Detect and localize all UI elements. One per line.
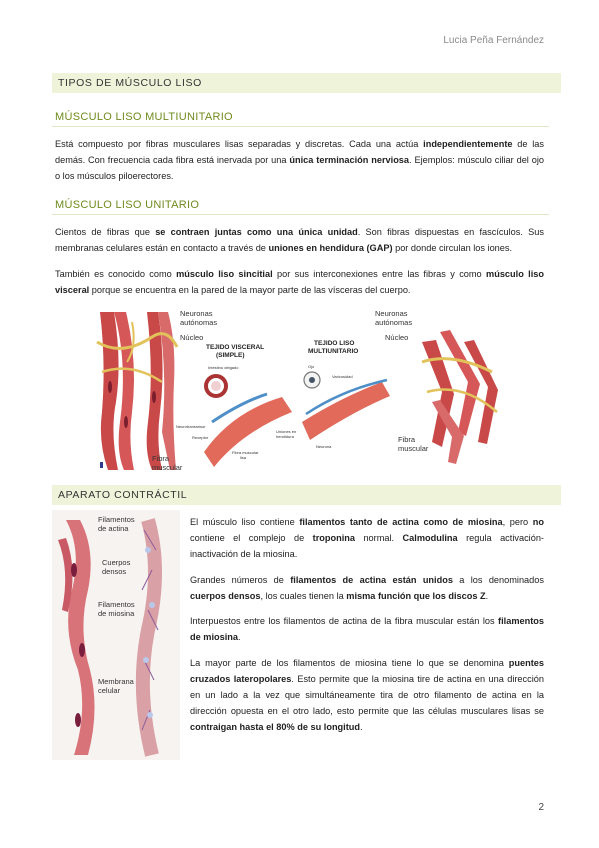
label-multi-title-2: MULTIUNITARIO — [308, 348, 358, 355]
figure-contractile-apparatus: Filamentos de actina Cuerpos densos Fila… — [52, 510, 180, 760]
label-filamentos-actina-1: Filamentos — [98, 515, 135, 524]
author-name: Lucia Peña Fernández — [443, 35, 544, 46]
label-receptor: Receptor — [192, 435, 209, 440]
bold-text: puentes cruzados lateropolares — [190, 658, 544, 684]
bold-text: independientemente — [423, 139, 513, 149]
bold-text: Calmodulina — [402, 533, 458, 543]
bold-text: músculo liso sincitial — [176, 269, 273, 279]
paragraph-multiunitario: Está compuesto por fibras musculares lis… — [55, 139, 544, 181]
label-cuerpos-1: Cuerpos — [102, 558, 131, 567]
label-membrana-2: celular — [98, 686, 121, 695]
label-neuronas-right: Neuronas — [375, 309, 408, 318]
label-multi-title-1: TEJIDO LISO — [314, 340, 354, 347]
bold-text: filamentos tanto de actina como de miosi… — [299, 517, 503, 527]
label-uniones-1: Uniones en — [276, 429, 296, 434]
label-neuronas-left: Neuronas — [180, 309, 213, 318]
label-fibra-lisa-1: Fibra muscular — [232, 450, 259, 455]
label-muscular-right: muscular — [398, 444, 429, 453]
subheading-rule — [52, 214, 549, 215]
label-neurotransmisor: Neurotransmisor — [176, 424, 206, 429]
bold-text: no — [532, 517, 544, 527]
label-nucleo-left: Núcleo — [180, 333, 203, 342]
left-fiber-illustration: Neuronas autónomas Núcleo Fibra muscular — [96, 309, 217, 472]
bold-text: músculo liso visceral — [55, 269, 544, 295]
label-fibra-left: Fibra — [152, 454, 170, 463]
paragraph-aparato-2: Grandes números de filamentos de actina … — [190, 575, 544, 601]
label-filamentos-actina-2: de actina — [98, 524, 129, 533]
label-varicosidad: Varicosidad — [332, 374, 353, 379]
bold-text: misma función que los discos Z — [346, 591, 486, 601]
label-fibra-lisa-2: lisa — [240, 455, 247, 460]
label-visceral-title-2: (SIMPLE) — [216, 352, 245, 359]
bold-text: se contraen juntas como una única unidad — [155, 227, 358, 237]
bold-text: filamentos de miosina — [190, 616, 544, 642]
subheading-multiunitario: MÚSCULO LISO MULTIUNITARIO — [55, 111, 233, 123]
bold-text: cuerpos densos — [190, 591, 261, 601]
paragraph-aparato-1: El músculo liso contiene filamentos tant… — [190, 517, 544, 559]
label-fibra-right: Fibra — [398, 435, 416, 444]
bold-text: troponina — [312, 533, 355, 543]
section-band-tipos: TIPOS DE MÚSCULO LISO — [52, 73, 561, 93]
label-visceral-title-1: TEJIDO VISCERAL — [206, 344, 264, 351]
label-neurona: Neurona — [316, 444, 332, 449]
section-band-aparato: APARATO CONTRÁCTIL — [52, 485, 561, 505]
right-fiber-illustration: Neuronas autónomas Núcleo Fibra muscular — [375, 309, 498, 464]
label-intestino: Intestino delgado — [208, 365, 239, 370]
label-autonomas-left: autónomas — [180, 318, 217, 327]
label-filamentos-miosina-2: de miosina — [98, 609, 135, 618]
bold-text: única terminación nerviosa — [289, 155, 410, 165]
label-muscular-left: muscular — [152, 463, 183, 472]
center-tissue-illustration: TEJIDO VISCERAL (SIMPLE) TEJIDO LISO MUL… — [176, 340, 390, 467]
bold-text: uniones en hendidura (GAP) — [268, 243, 393, 253]
subheading-rule — [52, 126, 549, 127]
label-nucleo-right: Núcleo — [385, 333, 408, 342]
subheading-unitario: MÚSCULO LISO UNITARIO — [55, 199, 200, 211]
paragraph-aparato-3: Interpuestos entre los filamentos de act… — [190, 616, 544, 642]
label-ojo: Ojo — [308, 364, 315, 369]
bold-text: filamentos de actina están unidos — [290, 575, 453, 585]
bold-text: contraigan hasta el 80% de su longitud — [190, 722, 361, 732]
figure-smooth-muscle-types: Neuronas autónomas Núcleo Fibra muscular… — [96, 309, 498, 472]
label-autonomas-right: autónomas — [375, 318, 412, 327]
label-filamentos-miosina-1: Filamentos — [98, 600, 135, 609]
label-uniones-2: hendidura — [276, 434, 295, 439]
paragraph-unitario-1: Cientos de fibras que se contraen juntas… — [55, 227, 544, 253]
paragraph-unitario-2: También es conocido como músculo liso si… — [55, 269, 544, 295]
label-cuerpos-2: densos — [102, 567, 126, 576]
page-number: 2 — [538, 802, 544, 813]
paragraph-aparato-4: La mayor parte de los filamentos de mios… — [190, 658, 544, 732]
label-membrana-1: Membrana — [98, 677, 135, 686]
